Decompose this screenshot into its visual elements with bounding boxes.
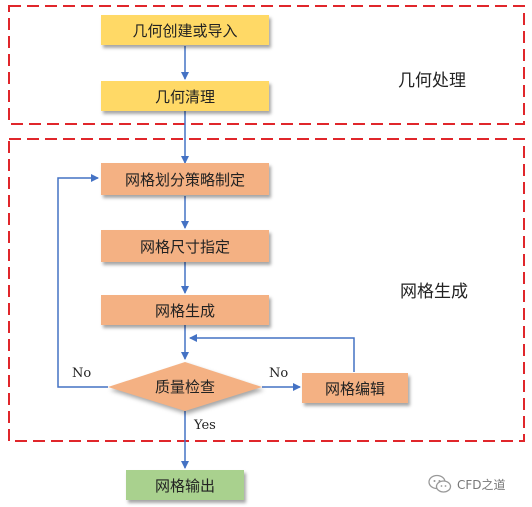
arrow-edit-loop bbox=[189, 334, 355, 372]
quality-check-diamond bbox=[108, 362, 262, 411]
node-mesh-size: 网格尺寸指定 bbox=[101, 230, 269, 262]
edge-label-yes: Yes bbox=[194, 418, 216, 433]
wechat-icon bbox=[428, 474, 452, 494]
section-label-mesh: 网格生成 bbox=[400, 282, 468, 302]
watermark-text: CFD之道 bbox=[457, 477, 506, 492]
arrow-no-left-loop bbox=[57, 174, 108, 388]
node-mesh-edit: 网格编辑 bbox=[302, 373, 408, 403]
node-mesh-strategy: 网格划分策略制定 bbox=[101, 163, 269, 195]
edge-label-no-left: No bbox=[72, 366, 92, 381]
edge-label-no-right: No bbox=[269, 366, 289, 381]
mesh-section-frame bbox=[8, 138, 525, 442]
node-geometry-cleanup: 几何清理 bbox=[101, 81, 269, 111]
geometry-section-frame bbox=[8, 5, 525, 125]
watermark: CFD之道 bbox=[428, 474, 506, 494]
node-mesh-output: 网格输出 bbox=[126, 470, 244, 500]
section-label-geometry: 几何处理 bbox=[398, 71, 466, 91]
node-geometry-import: 几何创建或导入 bbox=[101, 15, 269, 45]
node-mesh-generate: 网格生成 bbox=[101, 295, 269, 325]
node-quality-check-label: 质量检查 bbox=[154, 377, 215, 396]
